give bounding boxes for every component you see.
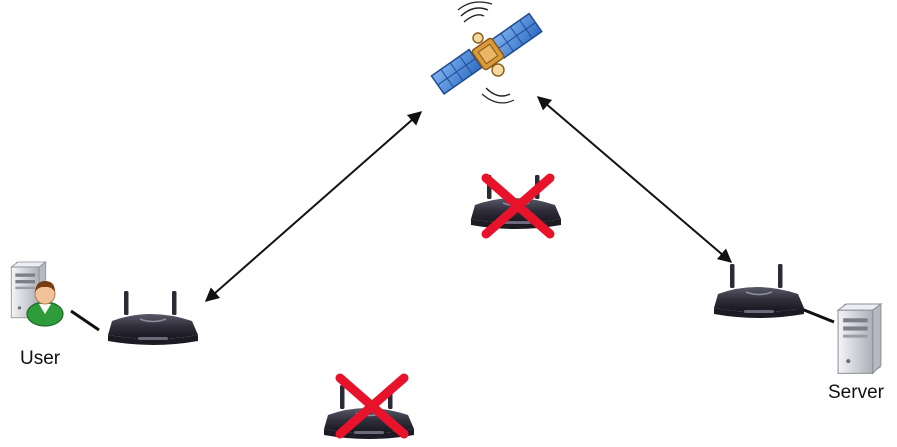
server-label: Server [828, 382, 885, 403]
server-tower-icon [837, 303, 882, 374]
router-server-side [713, 263, 805, 319]
router-user-side [107, 290, 199, 346]
user-computer-icon [10, 261, 64, 327]
user-label: User [20, 348, 61, 369]
cable-router-to-server [798, 306, 835, 324]
link-user-router-to-satellite [204, 111, 423, 302]
link-satellite-to-server-router [536, 96, 733, 263]
satellite-icon [430, 1, 543, 104]
cable-user-to-router [70, 309, 100, 332]
